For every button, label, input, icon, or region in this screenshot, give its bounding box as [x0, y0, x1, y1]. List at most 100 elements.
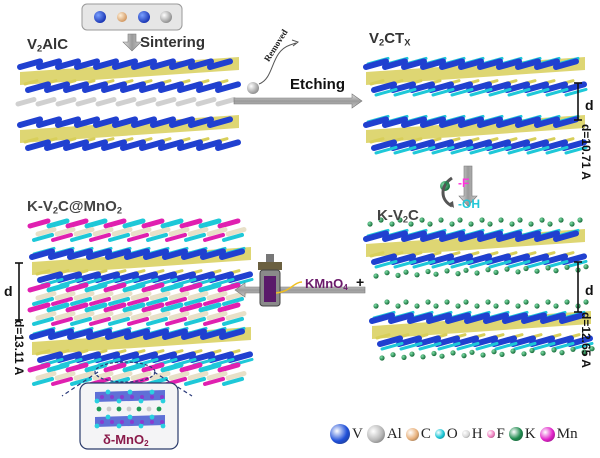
mno2-rod [165, 232, 187, 242]
o-termination [450, 145, 474, 155]
k-ion [408, 221, 414, 227]
v-atom-row [74, 116, 100, 128]
legend-item-c: C [405, 426, 431, 443]
autoclave-solution [264, 276, 276, 302]
k-ion [547, 221, 553, 227]
o-termination [469, 259, 493, 269]
mno2-rod [73, 311, 95, 321]
mno2-rod [35, 227, 57, 237]
v-atom-row [150, 116, 176, 128]
mno2-rod [165, 316, 187, 326]
d-symbol-v2ctx: d [585, 97, 594, 113]
mno2-rod [187, 371, 209, 381]
v-atom-row [496, 230, 522, 242]
legend-item-o: O [434, 426, 458, 443]
legend-label: H [471, 425, 483, 442]
d-bracket-v2ctx [574, 82, 582, 121]
al-atom-icon [366, 425, 385, 443]
v-atom-row [196, 139, 222, 151]
o-termination [393, 145, 417, 155]
v-atom-row [207, 58, 233, 70]
v-atom-row [93, 58, 119, 70]
mno2-rod [149, 311, 171, 321]
v-atom-row [131, 116, 157, 128]
v-atom-row [86, 328, 112, 340]
k-ion [480, 352, 486, 358]
o-termination [526, 87, 550, 97]
mno2-rod [146, 232, 168, 242]
k-ion [583, 299, 589, 305]
v-atom-row [371, 253, 397, 265]
o-termination [475, 341, 499, 351]
mno2-rod [203, 296, 225, 306]
k-ion [433, 303, 439, 309]
precursor-box [81, 3, 183, 31]
k-ion [96, 406, 102, 412]
mno2-rod [149, 227, 171, 237]
mno2-rod [103, 218, 127, 229]
mno2-rod [73, 291, 95, 301]
k-ion [463, 299, 469, 305]
v-atom-row [112, 58, 138, 70]
mno2-rod [35, 291, 57, 301]
kmno4-pointer [275, 281, 303, 294]
v-atom-row [181, 248, 207, 260]
o-termination [507, 87, 531, 97]
mn-atom [150, 420, 154, 424]
k-ion [528, 221, 534, 227]
mno2-rod [184, 376, 206, 386]
intercalation-arrow [458, 165, 478, 207]
mno2-rod [70, 296, 92, 306]
mno2-rod [217, 282, 241, 293]
v-c-bond [23, 137, 39, 144]
o-termination [374, 145, 398, 155]
k-ion [455, 303, 461, 309]
mno2-rod [111, 371, 133, 381]
o-termination [564, 259, 588, 269]
k-ion [438, 217, 444, 223]
mno2-rod [84, 218, 108, 229]
v-c-bond [23, 79, 39, 86]
zoom-line-left [61, 371, 99, 397]
k-atom-icon [508, 427, 523, 441]
v-atom-row [169, 116, 195, 128]
mno2-rod [122, 302, 146, 313]
v-atom-row [101, 139, 127, 151]
v-atom-row [86, 248, 112, 260]
v-atom-row [139, 139, 165, 151]
mno2-rod [130, 291, 152, 301]
mno2-rod [168, 291, 190, 301]
o-termination [469, 145, 493, 155]
mno2-rod [225, 311, 247, 321]
label-sintering: Sintering [140, 34, 206, 51]
k-ion [463, 267, 469, 273]
o-atom [116, 423, 122, 429]
v-atom-row [371, 139, 397, 151]
k-ion [558, 217, 564, 223]
mno2-rod [141, 302, 165, 313]
k-ion [450, 350, 456, 356]
mno2-rod [130, 371, 152, 381]
v-atom-row [112, 116, 138, 128]
k-ion [581, 349, 587, 355]
legend-item-h: H [461, 425, 483, 443]
al-atom-row [95, 97, 117, 107]
mno2-rod [32, 296, 54, 306]
k-ion [420, 354, 426, 360]
k-ion [485, 267, 491, 273]
al-atom-row [195, 97, 217, 107]
mno2-rod [46, 282, 70, 293]
k-ion [367, 221, 373, 227]
mno2-rod [108, 296, 130, 306]
k-ion [529, 347, 535, 354]
mno2-rod [127, 316, 149, 326]
v-atom-row [36, 116, 62, 128]
k-ion [553, 268, 559, 274]
v-atom-row [382, 58, 408, 70]
v-atom-row [458, 230, 484, 242]
v-atom-row [196, 81, 222, 93]
o-termination [450, 259, 474, 269]
v-atom-row [521, 312, 547, 324]
k-ion [433, 271, 439, 277]
mno2-rod [46, 302, 70, 313]
